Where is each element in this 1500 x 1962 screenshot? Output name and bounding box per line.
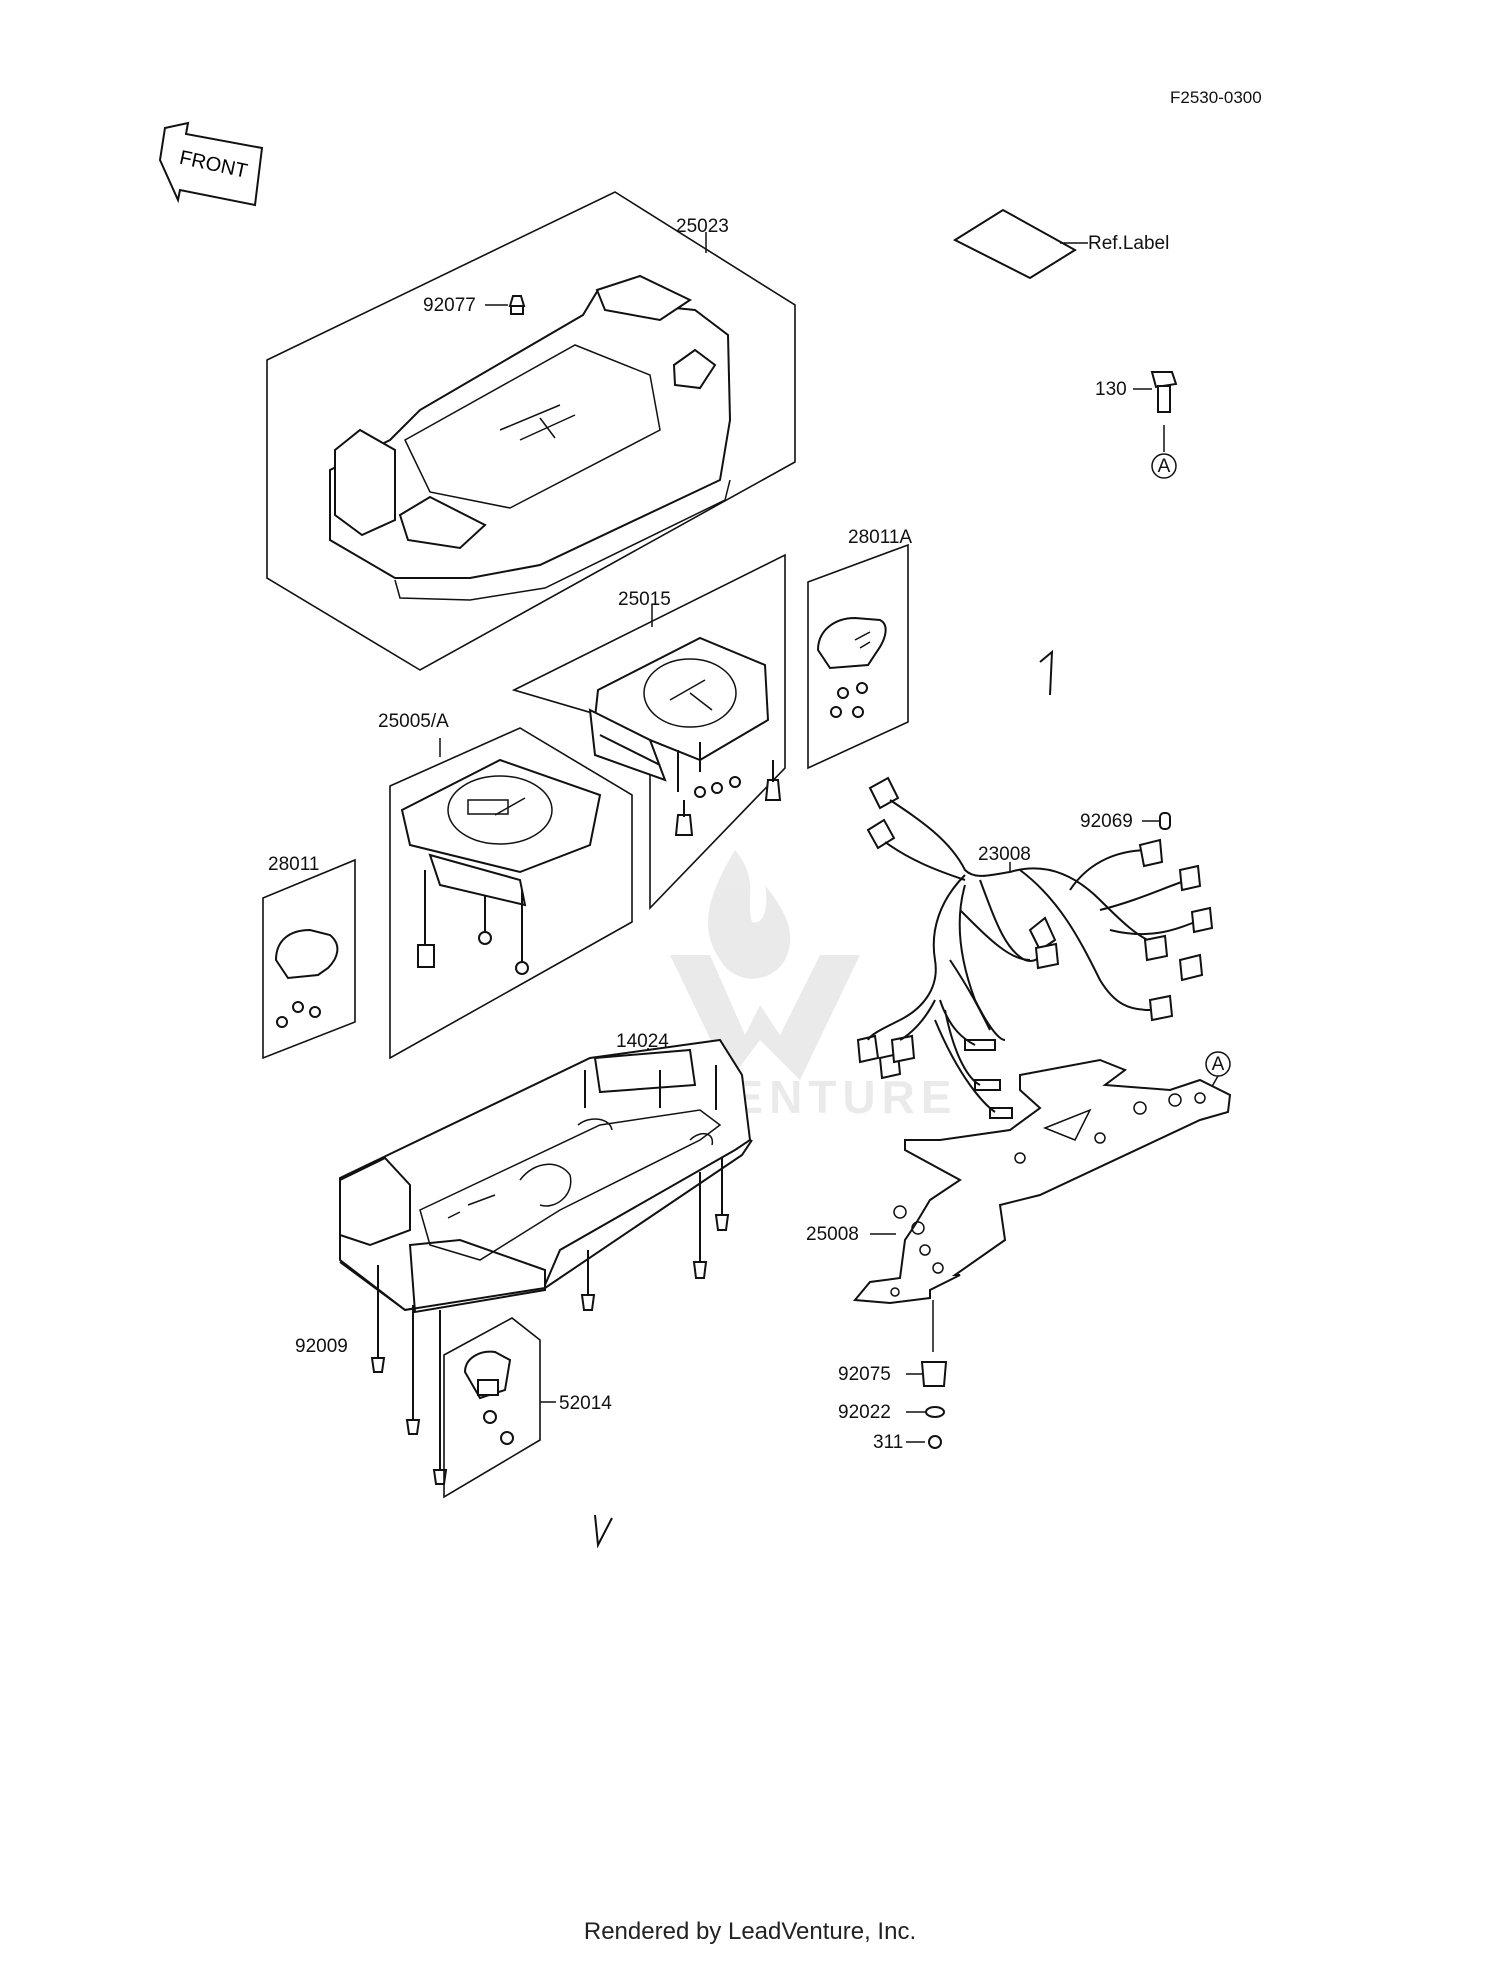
handwritten-mark-1 xyxy=(1039,649,1054,696)
wiring-harness-part xyxy=(856,776,1214,1119)
callout-a2: A xyxy=(1212,1054,1225,1075)
front-arrow-label: FRONT xyxy=(177,147,249,183)
washer-92022 xyxy=(925,1406,945,1418)
callout-92009: 92009 xyxy=(295,1336,348,1357)
callout-92075: 92075 xyxy=(838,1364,891,1385)
speedometer-unit-part xyxy=(400,758,602,975)
callout-130: 130 xyxy=(1095,379,1127,400)
screw-92077 xyxy=(508,295,526,315)
callout-28011: 28011 xyxy=(268,854,319,875)
screws-92009 xyxy=(370,1158,730,1485)
callout-a1: A xyxy=(1158,456,1171,477)
callout-92077: 92077 xyxy=(423,295,476,316)
meter-case-part xyxy=(339,1038,753,1314)
indicator-lamp-28011 xyxy=(274,928,339,1028)
callout-311: 311 xyxy=(873,1432,903,1453)
diagram-code: F2530-0300 xyxy=(1170,88,1262,107)
footer-credit: Rendered by LeadVenture, Inc. xyxy=(583,1918,917,1945)
meter-cover-part xyxy=(329,274,732,601)
reference-label-part xyxy=(952,208,1077,280)
bulb-92069 xyxy=(1159,812,1171,830)
sensor-part-52014 xyxy=(463,1350,514,1445)
callout-25005A: 25005/A xyxy=(378,711,449,732)
marker-a1 xyxy=(1151,453,1177,479)
callout-23008: 23008 xyxy=(978,844,1031,865)
bolt-130 xyxy=(1150,371,1178,413)
callout-14024: 14024 xyxy=(616,1031,669,1052)
group-box-28011 xyxy=(262,858,356,1060)
nut-311 xyxy=(928,1435,942,1449)
group-box-52014 xyxy=(443,1317,541,1499)
callout-52014: 52014 xyxy=(559,1393,612,1414)
callout-ref-label: Ref.Label xyxy=(1088,233,1169,254)
callout-25023: 25023 xyxy=(676,216,729,237)
handwritten-mark-2 xyxy=(594,1514,613,1549)
group-box-25023 xyxy=(266,191,796,671)
indicator-lamp-28011A xyxy=(816,616,887,718)
group-box-28011A xyxy=(807,543,909,770)
callout-25008: 25008 xyxy=(806,1224,859,1245)
callout-28011A: 28011A xyxy=(848,527,912,548)
group-box-25005A xyxy=(389,727,633,1060)
tachometer-unit-part xyxy=(588,636,782,836)
grommet-92075 xyxy=(920,1361,948,1387)
callout-25015: 25015 xyxy=(618,589,671,610)
callout-92022: 92022 xyxy=(838,1402,891,1423)
callout-92069: 92069 xyxy=(1080,811,1133,832)
front-arrow-icon: FRONT xyxy=(158,121,264,207)
meter-bracket-part xyxy=(853,1058,1232,1305)
